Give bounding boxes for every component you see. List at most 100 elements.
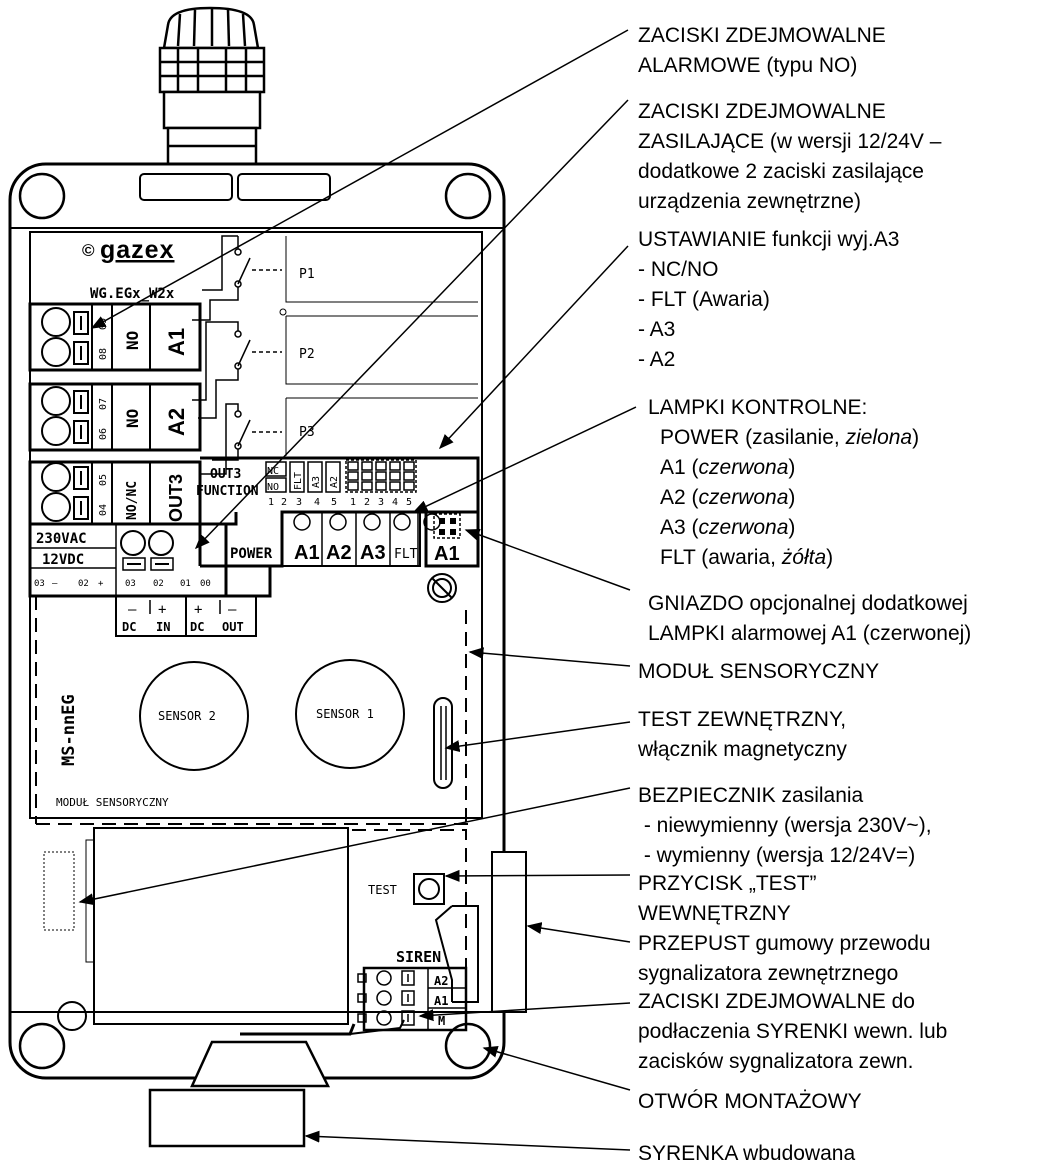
callout-siren-terminals: ZACISKI ZDEJMOWALNE do podłaczenia SYREN… [638,990,953,1073]
terminal-mode: NO [123,331,142,350]
socket-label-a1: A1 [434,543,460,565]
supply-pin: 01 [180,579,191,589]
indicator-lamps-row: POWER A1 A2 A3 FLT A1 [198,510,480,568]
jumper-label: A2 [329,476,340,488]
jumper-number: 5 [331,497,337,508]
supply-terminal-block: 230VAC 12VDC 03 – 02 + 03 02 01 00 [28,522,272,598]
siren-pin: A1 [434,994,448,1008]
siren-pin: M [438,1014,445,1028]
brand-logo: gazex [100,236,174,264]
callout-sensor-module: MODUŁ SENSORYCZNY [638,660,879,683]
device-drawing: © gazex WG.EGx_W2x P1 P2 P3 [8,6,527,1148]
jumper-number: 5 [406,497,412,508]
callout-mounting-hole: OTWÓR MONTAŻOWY [638,1090,862,1113]
callout-removable-alarm-terminals: ZACISKI ZDEJMOWALNE ALARMOWE (typu NO) [638,24,892,77]
jumper-label: FLT [293,472,304,490]
pin-number: 06 [98,428,109,440]
module-code: MS-nnEG [59,694,79,766]
relay-label-p1: P1 [299,267,315,282]
callout-a3-function-setting: USTAWIANIE funkcji wyj.A3 - NC/NO - FLT … [638,228,905,371]
supply-230vac: 230VAC [36,531,87,547]
terminal-mode: NO/NC [125,481,140,520]
jumper-number: 2 [281,497,287,508]
callout-removable-supply-terminals: ZACISKI ZDEJMOWALNE ZASILAJĄCE (w wersji… [638,100,947,213]
alarm-terminal-blocks: 09 08 07 06 05 04 NO NO NO/NC A1 A2 OUT3 [28,302,202,526]
jumper-number: 4 [314,497,320,508]
callout-optional-lamp-socket: GNIAZDO opcjonalnej dodatkowej LAMPKI al… [648,592,974,645]
supply-pin: 00 [200,579,211,589]
dc-out-label: OUT [222,620,244,634]
dc-sign: – [128,602,137,618]
out3-label: OUT3 [210,467,241,482]
callout-rubber-gland: PRZEPUST gumowy przewodu sygnalizatora z… [638,932,936,985]
supply-12vdc: 12VDC [42,552,84,568]
logo-symbol: © [82,241,95,260]
pin-number: 07 [98,398,109,410]
dc-in-out-block: – + + – DC IN DC OUT [115,595,257,637]
relay-label-p2: P2 [299,347,315,362]
test-button-icon [413,873,445,905]
lamp-label-a1: A1 [294,542,320,564]
pin-number: 05 [98,474,109,486]
jumper-label: A3 [311,476,322,488]
jumper-number: 1 [268,497,274,508]
lamp-label-power: POWER [230,546,273,562]
jumper-label: NC [267,466,279,477]
siren-label: SIREN [396,948,441,966]
sensor-1 [295,659,405,769]
module-label: MODUŁ SENSORYCZNY [56,796,169,809]
callout-supply-fuse: BEZPIECZNIK zasilania - niewymienny (wer… [638,784,932,867]
sensor-module-outline [35,596,476,825]
dc-in-label: DC [122,620,136,634]
callout-indicator-lamps: LAMPKI KONTROLNE: POWER (zasilanie, ziel… [648,396,925,569]
supply-pin: 02 [78,579,89,589]
callout-arrows [78,29,637,1151]
dc-sign: – [228,602,237,618]
supply-pin: + [98,579,104,589]
supply-pin: – [52,579,58,589]
jumper-number: 3 [378,497,384,508]
pin-number: 04 [98,504,109,516]
jumper-number: 2 [364,497,370,508]
callout-labels: ZACISKI ZDEJMOWALNE ALARMOWE (typu NO) Z… [637,24,974,1165]
jumper-number: 3 [296,497,302,508]
supply-pin: 03 [34,579,45,589]
led-symbol-icon [427,573,457,603]
jumper-number: 4 [392,497,398,508]
terminal-name-a1: A1 [164,328,189,356]
sensor-2 [139,661,249,771]
reed-switch-icon [433,697,453,789]
siren-icon [148,1040,331,1148]
cable-gland-top [158,6,266,166]
sensor-2-label: SENSOR 2 [158,709,216,723]
jumper-number: 1 [350,497,356,508]
model-code: WG.EGx_W2x [90,286,175,302]
sensor-1-label: SENSOR 1 [316,707,374,721]
supply-pin: 02 [153,579,164,589]
relay-switches [192,235,282,475]
terminal-name-out3: OUT3 [166,474,186,522]
siren-pin: A2 [434,974,448,988]
terminal-name-a2: A2 [164,408,189,436]
lamp-label-a2: A2 [326,542,352,564]
callout-external-test: TEST ZEWNĘTRZNY, włącznik magnetyczny [637,708,852,761]
callout-internal-test-button: PRZYCISK „TEST” WEWNĘTRZNY [638,872,822,925]
siren-terminal-block: A2 A1 M [357,966,468,1032]
relay-outlines [279,236,478,456]
dc-in-label: IN [156,620,170,634]
terminal-mode: NO [123,409,142,428]
pin-number: 08 [98,348,109,360]
lamp-label-a3: A3 [360,542,386,564]
fuse-icon [43,851,75,931]
dc-out-label: DC [190,620,204,634]
callout-built-in-siren: SYRENKA wbudowana [638,1142,855,1165]
dc-sign: + [158,602,166,618]
test-label: TEST [368,883,397,897]
function-label: FUNCTION [196,484,259,499]
dc-sign: + [194,602,202,618]
lamp-label-flt: FLT [394,547,418,562]
jumper-label: NO [267,482,279,493]
supply-pin: 03 [125,579,136,589]
